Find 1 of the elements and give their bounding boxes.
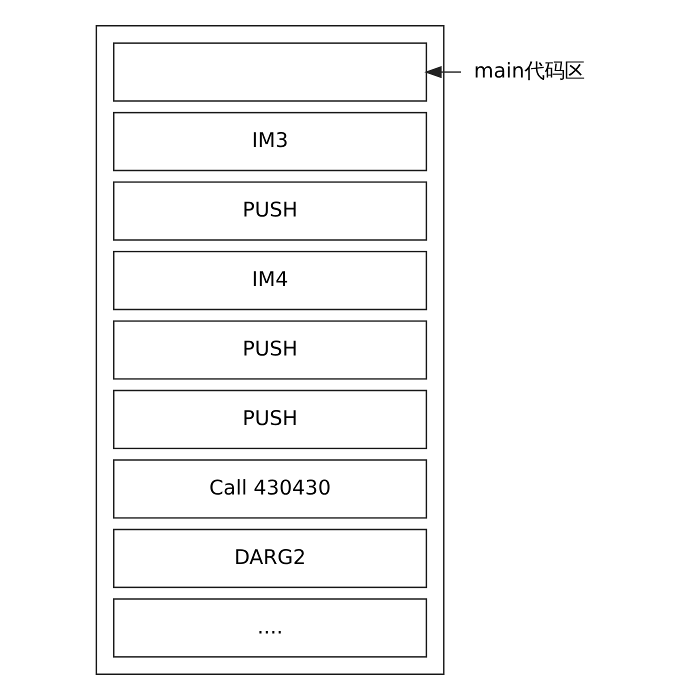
node-text: main代码区 — [474, 58, 584, 82]
